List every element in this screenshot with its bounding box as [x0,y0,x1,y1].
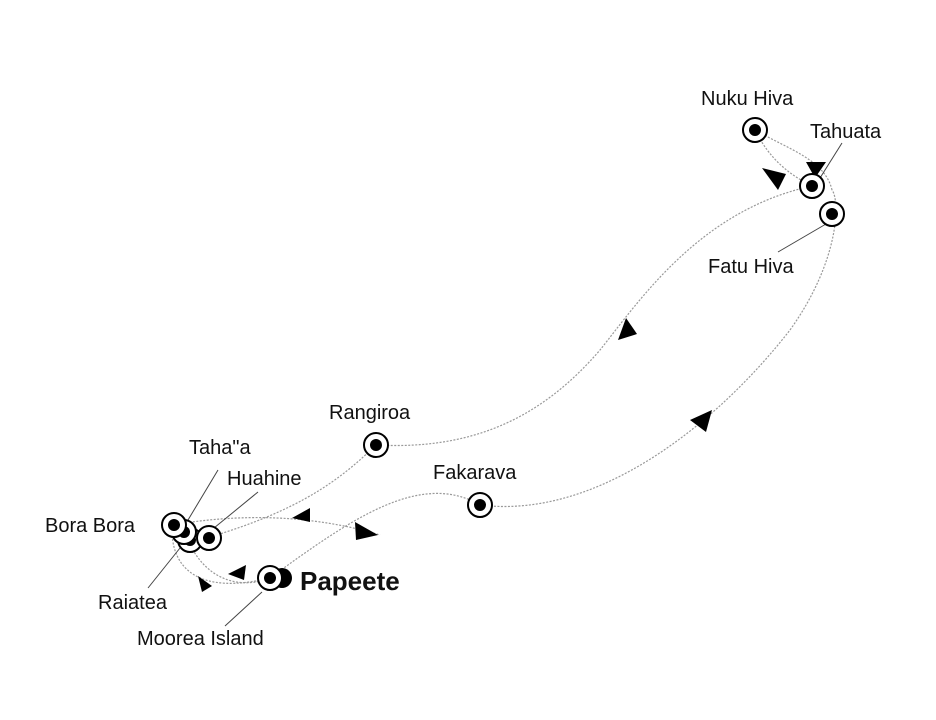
label-bora-bora: Bora Bora [45,515,136,537]
label-papeete: Papeete [300,566,400,596]
arrow-icon [292,508,310,522]
port-marker-tahuata[interactable] [799,173,825,199]
port-marker-huahine[interactable] [196,525,222,551]
label-moorea-island: Moorea Island [137,628,264,650]
label-fakarava: Fakarava [433,462,517,484]
port-marker-moorea[interactable] [257,565,283,591]
arrow-icon [355,522,378,540]
label-tahuata: Tahuata [810,121,882,143]
port-marker-rangiroa[interactable] [363,432,389,458]
port-markers [161,117,845,591]
label-tahaa: Taha"a [189,437,251,459]
port-marker-bora-bora[interactable] [161,512,187,538]
arrow-icon [690,410,712,432]
arrow-icon [198,576,212,592]
label-rangiroa: Rangiroa [329,402,411,424]
leader-lines [147,142,843,627]
label-huahine: Huahine [227,468,302,490]
arrow-icon [618,318,637,340]
label-raiatea: Raiatea [98,592,167,614]
arrow-icon [228,565,246,580]
route-lines [171,129,837,584]
label-fatu-hiva: Fatu Hiva [708,256,794,278]
port-marker-nuku-hiva[interactable] [742,117,768,143]
arrow-icon [806,162,826,178]
port-marker-fatu-hiva[interactable] [819,201,845,227]
arrow-icon [762,168,786,190]
direction-arrows [198,162,826,592]
label-nuku-hiva: Nuku Hiva [701,88,794,110]
port-marker-fakarava[interactable] [467,492,493,518]
